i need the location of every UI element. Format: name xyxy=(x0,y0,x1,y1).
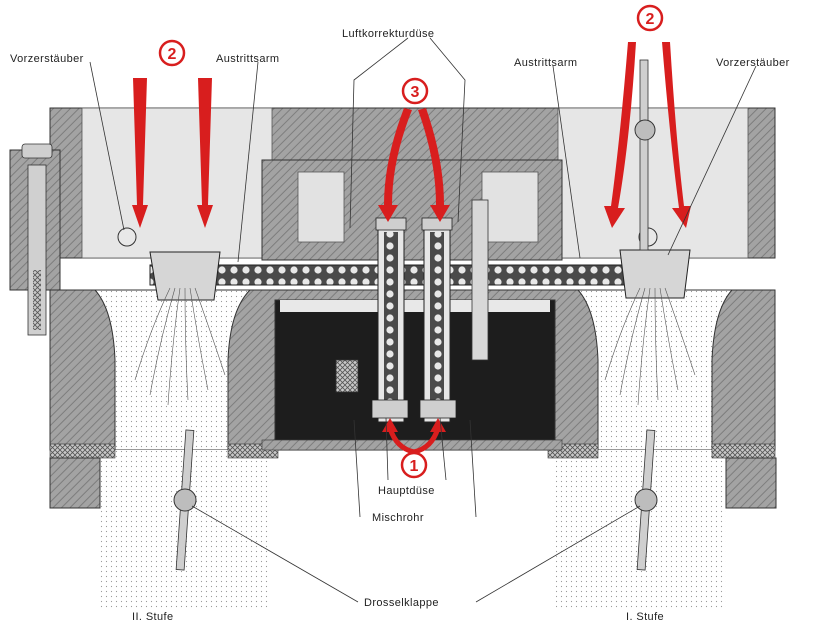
leader-lines xyxy=(89,37,757,603)
air-arrow xyxy=(378,108,412,222)
throttle-valve-left xyxy=(173,429,197,571)
label-luftkorrekturduese: Luftkorrekturdüse xyxy=(342,28,434,40)
marker-2-right: 2 xyxy=(636,4,664,32)
marker-2-left: 2 xyxy=(158,39,186,67)
label-austrittsarm-right: Austrittsarm xyxy=(514,57,577,69)
marker-text: 1 xyxy=(410,458,419,475)
spray-right xyxy=(604,287,696,406)
float-needle xyxy=(335,359,359,393)
marker-3: 3 xyxy=(401,77,429,105)
label-drosselklappe: Drosselklappe xyxy=(364,597,439,609)
throttle-valve-right xyxy=(634,429,658,571)
fuel-arrow-head xyxy=(430,418,446,432)
pre-atomizer-left xyxy=(117,227,221,301)
mixing-tube-right xyxy=(423,221,451,423)
label-mischrohr: Mischrohr xyxy=(372,512,424,524)
marker-text: 2 xyxy=(168,46,177,63)
air-arrow xyxy=(604,42,636,228)
air-arrow xyxy=(418,108,450,222)
label-stufe-2: II. Stufe xyxy=(132,611,174,623)
air-arrow xyxy=(662,42,691,228)
arrow-group-2-right xyxy=(604,42,691,228)
air-arrow xyxy=(132,78,148,228)
main-jet-right xyxy=(419,399,457,419)
mixing-tube-left xyxy=(377,221,405,423)
air-arrow xyxy=(197,78,213,228)
label-vorzerstaeuber-right: Vorzerstäuber xyxy=(716,57,790,69)
label-vorzerstaeuber-left: Vorzerstäuber xyxy=(10,53,84,65)
marker-text: 3 xyxy=(411,84,420,101)
air-correction-jet-left xyxy=(375,217,407,231)
pump-plunger xyxy=(471,199,489,361)
arrow-group-3 xyxy=(378,108,450,222)
fuel-channel xyxy=(149,264,681,286)
label-stufe-1: I. Stufe xyxy=(626,611,664,623)
arrow-group-2-left xyxy=(132,78,213,228)
marker-1: 1 xyxy=(400,451,428,479)
air-correction-jet-right xyxy=(421,217,453,231)
spray-left xyxy=(134,287,226,406)
marker-text: 2 xyxy=(646,11,655,28)
choke-flap xyxy=(634,59,656,251)
label-hauptduese: Hauptdüse xyxy=(378,485,435,497)
label-austrittsarm-left: Austrittsarm xyxy=(216,53,279,65)
main-jet-left xyxy=(371,399,409,419)
